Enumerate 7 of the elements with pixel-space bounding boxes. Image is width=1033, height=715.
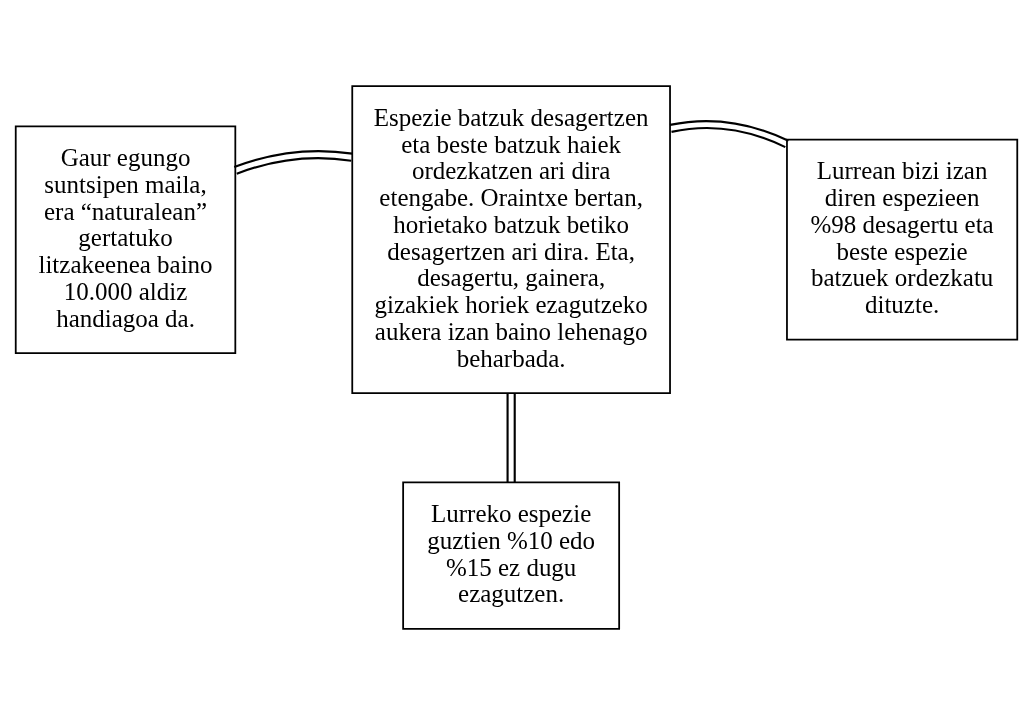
node-box: Lurrean bizi izan diren espezieen %98 desagertu eta beste espezie batzuek ordezkatu dituzte.: [786, 138, 1019, 341]
node-box: Lurreko espezie guztien %10 edo %15 ez dugu ezagutzen.: [402, 481, 621, 630]
node-box: Gaur egungo suntsipen maila, era “naturalean” gertatuko litzakeenea baino 10.000 aldiz handiagoa da.: [14, 125, 237, 354]
connector: [233, 150, 353, 175]
connector: [506, 393, 516, 483]
node-box: Espezie batzuk desagertzen eta beste batzuk haiek ordezkatzen ari dira etengabe. Oraintxe bertan, horietako batzuk betiko desagertzen ari dira. Eta, desagertu, gainera, gizakiek horiek ezagutzeko aukera izan baino lehenago beharbada.: [351, 85, 671, 395]
connector: [669, 120, 789, 149]
